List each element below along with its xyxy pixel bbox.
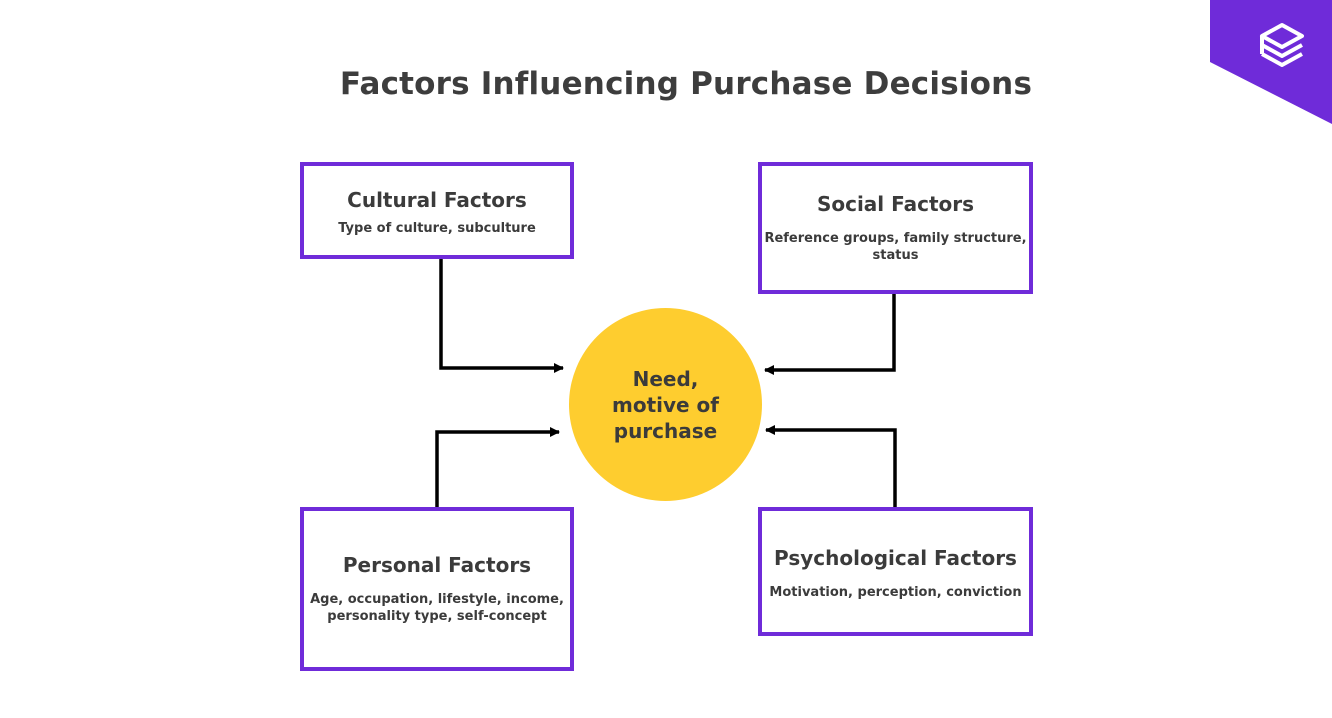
social-factors-description: Reference groups, family structure, stat… [764, 231, 1027, 263]
personal-factors-box: Personal Factors Age, occupation, lifest… [300, 507, 574, 671]
psychological-factors-box: Psychological Factors Motivation, percep… [758, 507, 1033, 636]
psychological-factors-description: Motivation, perception, conviction [769, 585, 1022, 600]
cultural-factors-box: Cultural Factors Type of culture, subcul… [300, 162, 574, 259]
cultural-factors-description: Type of culture, subculture [338, 221, 536, 236]
social-factors-box: Social Factors Reference groups, family … [758, 162, 1033, 294]
center-label: Need, motive of purchase [611, 366, 719, 443]
arrow-personal-to-center [435, 427, 560, 507]
arrow-psychological-to-center [765, 425, 897, 507]
personal-factors-description: Age, occupation, lifestyle, income, pers… [310, 592, 564, 624]
personal-factors-title: Personal Factors [342, 553, 532, 577]
page-title: Factors Influencing Purchase Decisions [339, 66, 1033, 102]
social-factors-title: Social Factors [816, 192, 975, 216]
center-circle: Need, motive of purchase [569, 308, 762, 501]
stacked-layers-logo-icon [1260, 23, 1304, 67]
arrow-cultural-to-center [439, 259, 564, 373]
arrow-social-to-center [764, 294, 896, 375]
psychological-factors-title: Psychological Factors [774, 546, 1017, 570]
cultural-factors-title: Cultural Factors [347, 188, 527, 212]
